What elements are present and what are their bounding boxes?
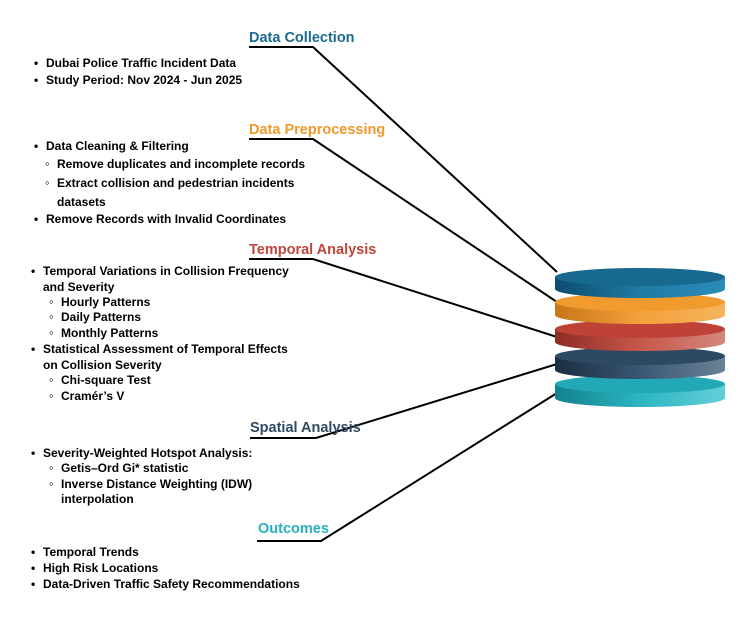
db-layer-preprocessing bbox=[555, 293, 725, 324]
connector-temporal-analysis bbox=[249, 258, 558, 338]
list-item: Severity-Weighted Hotspot Analysis: bbox=[31, 446, 252, 461]
list-sub-item: Remove duplicates and incomplete records bbox=[45, 156, 305, 172]
list-sub-item: Hourly Patterns bbox=[49, 294, 150, 310]
connector-spatial-analysis bbox=[250, 363, 558, 439]
list-item: Temporal Trends bbox=[31, 545, 139, 560]
list-sub-item-continuation: interpolation bbox=[61, 492, 134, 506]
heading-data-preprocessing: Data Preprocessing bbox=[249, 122, 386, 138]
heading-outcomes: Outcomes bbox=[258, 521, 329, 537]
list-item: Statistical Assessment of Temporal Effec… bbox=[31, 342, 288, 357]
db-layer-spatial bbox=[555, 347, 725, 379]
list-item: Data Cleaning & Filtering bbox=[34, 139, 189, 154]
list-item: Remove Records with Invalid Coordinates bbox=[34, 212, 286, 227]
database-stack-icon bbox=[555, 268, 725, 407]
list-sub-item: Getis–Ord Gi* statistic bbox=[49, 460, 188, 476]
connector-outcomes bbox=[257, 392, 558, 542]
list-item-continuation: on Collision Severity bbox=[43, 358, 162, 372]
list-sub-item: Monthly Patterns bbox=[49, 325, 158, 341]
list-item: High Risk Locations bbox=[31, 561, 158, 576]
list-item: Dubai Police Traffic Incident Data bbox=[34, 56, 236, 71]
connector-lines bbox=[249, 46, 558, 542]
connector-data-preprocessing bbox=[249, 138, 558, 303]
connector-data-collection bbox=[249, 46, 558, 273]
heading-temporal-analysis: Temporal Analysis bbox=[249, 242, 377, 258]
list-sub-item: Extract collision and pedestrian inciden… bbox=[45, 175, 294, 191]
list-sub-item: Cramér’s V bbox=[49, 388, 124, 404]
heading-data-collection: Data Collection bbox=[249, 30, 355, 46]
list-sub-item: Chi-square Test bbox=[49, 372, 151, 388]
db-layer-collection bbox=[555, 268, 725, 298]
list-item-continuation: and Severity bbox=[43, 280, 115, 294]
list-sub-item: Daily Patterns bbox=[49, 309, 141, 325]
list-item: Temporal Variations in Collision Frequen… bbox=[31, 264, 289, 279]
db-layer-temporal bbox=[555, 320, 725, 351]
list-sub-item-continuation: datasets bbox=[57, 195, 106, 209]
db-layer-outcomes bbox=[555, 375, 725, 407]
list-item: Study Period: Nov 2024 - Jun 2025 bbox=[34, 73, 242, 88]
list-item: Data-Driven Traffic Safety Recommendatio… bbox=[31, 577, 300, 592]
heading-spatial-analysis: Spatial Analysis bbox=[250, 420, 361, 436]
list-sub-item: Inverse Distance Weighting (IDW) bbox=[49, 476, 252, 492]
